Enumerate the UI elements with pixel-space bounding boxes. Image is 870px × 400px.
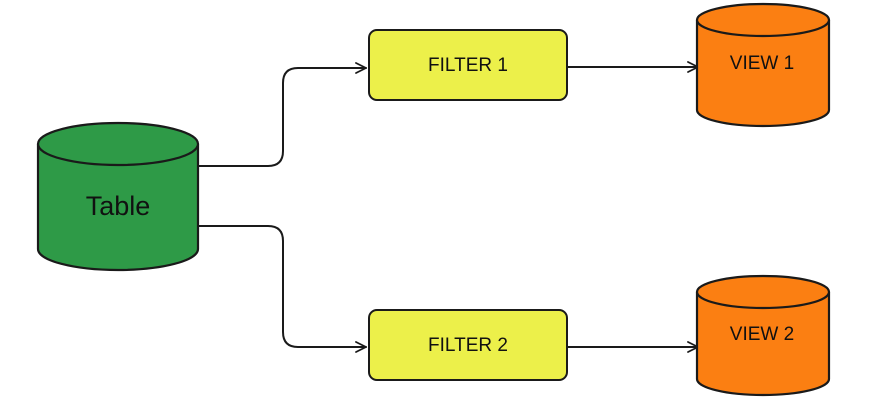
filter-1-box[interactable]: FILTER 1	[368, 29, 568, 101]
table-cylinder-top	[36, 121, 200, 167]
filter-2-label: FILTER 2	[428, 335, 508, 356]
view-2-cylinder-top	[695, 274, 831, 310]
filter-1-rect	[368, 29, 568, 101]
connectors	[198, 61, 699, 353]
view-1-cylinder-body	[695, 18, 831, 128]
view-2-cylinder-body	[695, 290, 831, 397]
filter-2-rect	[368, 309, 568, 381]
view-1-cylinder[interactable]: VIEW 1	[695, 2, 831, 128]
view-1-cylinder-top	[695, 2, 831, 38]
filter-2-box[interactable]: FILTER 2	[368, 309, 568, 381]
arrow-table-to-filter-1	[198, 62, 367, 167]
view-2-cylinder[interactable]: VIEW 2	[695, 274, 831, 397]
view-2-label: VIEW 2	[730, 324, 794, 345]
table-label: Table	[86, 191, 151, 221]
filter-1-label: FILTER 1	[428, 55, 508, 76]
table-cylinder-body	[36, 142, 200, 272]
view-1-label: VIEW 1	[730, 53, 794, 74]
table-cylinder[interactable]: Table	[36, 121, 200, 272]
arrow-table-to-filter-2	[198, 225, 367, 353]
